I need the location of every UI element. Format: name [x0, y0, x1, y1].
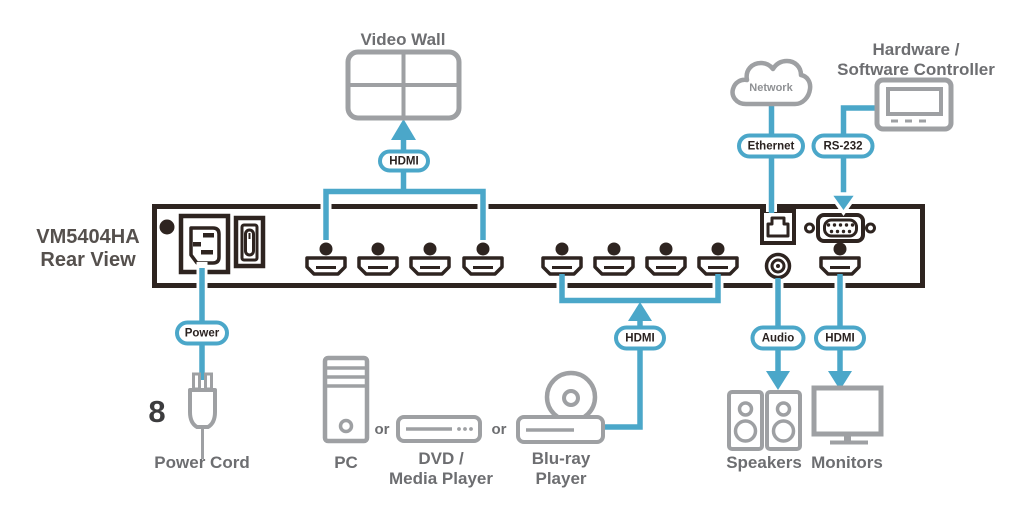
device-model: VM5404HA: [36, 226, 140, 248]
monitors-label: Monitors: [811, 453, 883, 472]
switch-rear-panel: [152, 204, 925, 288]
bluray-player-icon: [516, 370, 605, 444]
badge-ethernet: Ethernet: [737, 133, 805, 159]
dvd-player-icon: [396, 415, 482, 443]
pc-icon: [322, 355, 370, 444]
dvd-label-line1: DVD /: [418, 449, 464, 468]
bluray-label-line2: Player: [535, 469, 587, 488]
network-label: Network: [749, 82, 793, 94]
badge-hdmi-out: HDMI: [378, 149, 430, 173]
device-view: Rear View: [40, 249, 136, 271]
arrow-down-speakers-icon: [766, 371, 790, 390]
power-cord-label: Power Cord: [154, 453, 250, 472]
rs232-line: [840, 105, 878, 135]
or-label-2: or: [491, 421, 507, 438]
badge-power: Power: [175, 320, 229, 346]
network-cloud-icon: [730, 58, 813, 107]
ethernet-port-icon: [760, 209, 796, 245]
speakers-label: Speakers: [726, 453, 802, 472]
dvd-label-line2: Media Player: [389, 469, 493, 488]
badge-audio: Audio: [750, 325, 806, 351]
arrow-up-videowall-icon: [391, 119, 416, 140]
badge-hdmi-monitor: HDMI: [814, 325, 866, 351]
device-model-label: VM5404HA Rear View: [14, 226, 162, 272]
video-wall-label: Video Wall: [360, 30, 446, 49]
monitor-icon: [811, 385, 884, 445]
controller-label-line2: Software Controller: [837, 60, 995, 79]
hdmi-in-bracket: [559, 274, 721, 304]
pc-label: PC: [334, 453, 358, 472]
arrow-up-input-icon: [628, 302, 652, 321]
power-switch-icon: [233, 215, 266, 269]
peripheral-icons: [188, 49, 954, 459]
video-wall-icon: [345, 49, 462, 121]
step-number: 8: [148, 394, 166, 429]
connector-lines: [196, 103, 878, 430]
arrow-down-rs232-icon: [826, 192, 861, 217]
bluray-label-line1: Blu-ray: [531, 449, 591, 468]
audio-port-icon: [764, 252, 792, 280]
power-plug-icon: [188, 372, 217, 459]
controller-icon: [874, 77, 954, 132]
speakers-icon: [727, 390, 802, 451]
badge-rs232: RS-232: [811, 133, 875, 159]
panel-screw-icon: [159, 219, 175, 235]
badge-hdmi-in: HDMI: [614, 325, 666, 351]
rs232-port-icon: [804, 213, 876, 243]
bluray-line: [604, 350, 643, 430]
arrow-down-monitors-icon: [828, 371, 852, 390]
controller-label-line1: Hardware /: [872, 40, 960, 59]
or-label-1: or: [374, 421, 390, 438]
